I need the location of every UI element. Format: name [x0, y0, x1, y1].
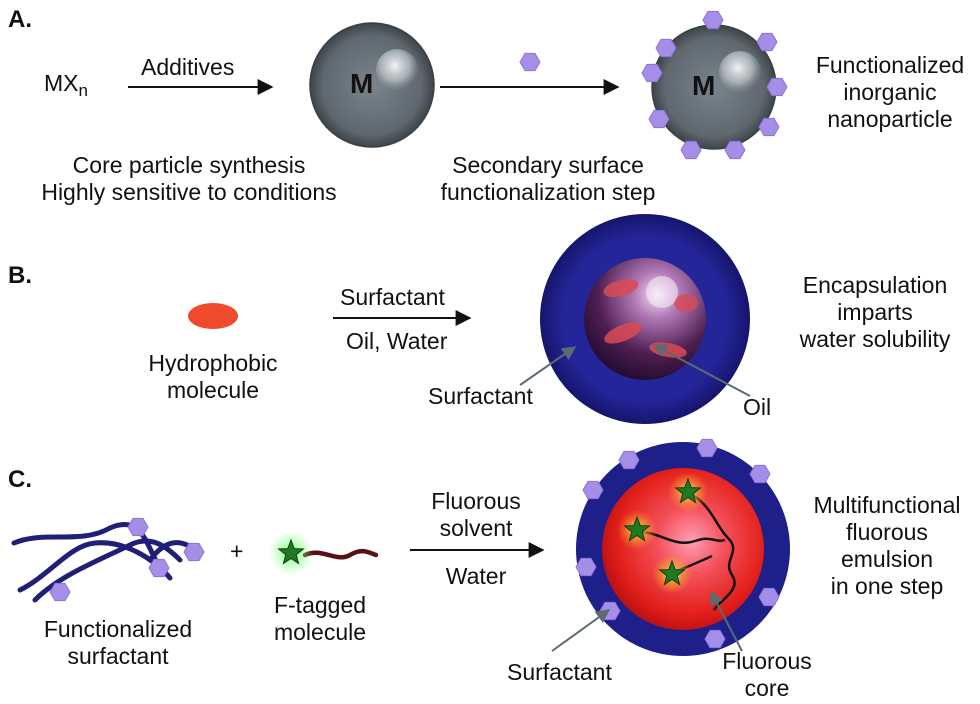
hexagon-icon [618, 450, 640, 470]
hexagon-icon [704, 629, 726, 649]
hexagon-icon [766, 77, 788, 97]
core-metal-symbol: M [350, 68, 374, 99]
step1-caption: Core particle synthesis Highly sensitive… [41, 152, 337, 205]
precursor-formula: MXn [44, 70, 88, 101]
hexagon-icon [127, 517, 149, 537]
hexagon-icon [696, 438, 718, 458]
result-metal-symbol: M [692, 70, 716, 101]
f-tagged-caption: F-tagged molecule [273, 592, 367, 645]
panel-a-letter: A. [8, 6, 32, 33]
result-b-caption: Encapsulation imparts water solubility [799, 272, 951, 352]
hexagon-icon [749, 464, 771, 484]
oil-label: Oil [743, 394, 772, 420]
hexagon-icon [758, 117, 780, 137]
hexagon-icon [655, 38, 677, 58]
hexagon-icon [702, 10, 724, 30]
hexagon-icon [519, 52, 541, 72]
additives-label: Additives [141, 54, 235, 80]
hexagon-icon [648, 109, 670, 129]
hexagon-icon [758, 587, 780, 607]
arrow-b-bottom-label: Oil, Water [346, 328, 448, 354]
hexagon-icon [680, 140, 702, 160]
pointer-surfactant-b [519, 346, 577, 386]
hexagon-icon [183, 542, 205, 562]
hexagon-icon [575, 557, 597, 577]
hexagon-icon [148, 558, 170, 578]
pointer-fluorous-core [710, 590, 743, 652]
surfactant-c-label: Surfactant [507, 659, 612, 685]
result-c-caption: Multifunctional fluorous emulsion in one… [813, 492, 961, 599]
surfactant-b-label: Surfactant [428, 383, 533, 409]
panel-c-letter: C. [8, 466, 32, 493]
micelle [540, 214, 750, 424]
pointer-oil [652, 344, 751, 397]
arrow-c-bottom-label: Water [445, 563, 507, 589]
functionalized-surfactant-caption: Functionalized surfactant [43, 616, 193, 669]
fluorous-core-label: Fluorous core [722, 648, 812, 701]
precursor-subscript: n [78, 81, 88, 100]
hexagon-icon [582, 480, 604, 500]
functionalized-nanoparticle [651, 24, 777, 150]
fluorous-emulsion-droplet [576, 442, 790, 656]
hexagon-icon [724, 140, 746, 160]
metal-core-particle [309, 22, 435, 148]
hydrophobic-molecule [188, 303, 238, 329]
f-tagged-molecule [269, 531, 379, 575]
panel-b-letter: B. [8, 262, 32, 289]
functionalized-surfactant-polymer [11, 521, 198, 603]
hexagon-icon [641, 63, 663, 83]
plus-sign: + [230, 538, 244, 564]
hexagon-icon [599, 601, 621, 621]
precursor-base: MX [44, 70, 79, 96]
arrow-b-top-label: Surfactant [340, 284, 445, 310]
pointer-surfactant-c [551, 609, 611, 652]
arrow-c-top-label: Fluorous solvent [431, 488, 521, 541]
hexagon-icon [49, 582, 71, 602]
hexagon-icon [756, 32, 778, 52]
hydrophobic-molecule-caption: Hydrophobic molecule [148, 350, 278, 403]
step2-caption: Secondary surface functionalization step [440, 152, 656, 205]
result-a-caption: Functionalized inorganic nanoparticle [815, 52, 965, 132]
